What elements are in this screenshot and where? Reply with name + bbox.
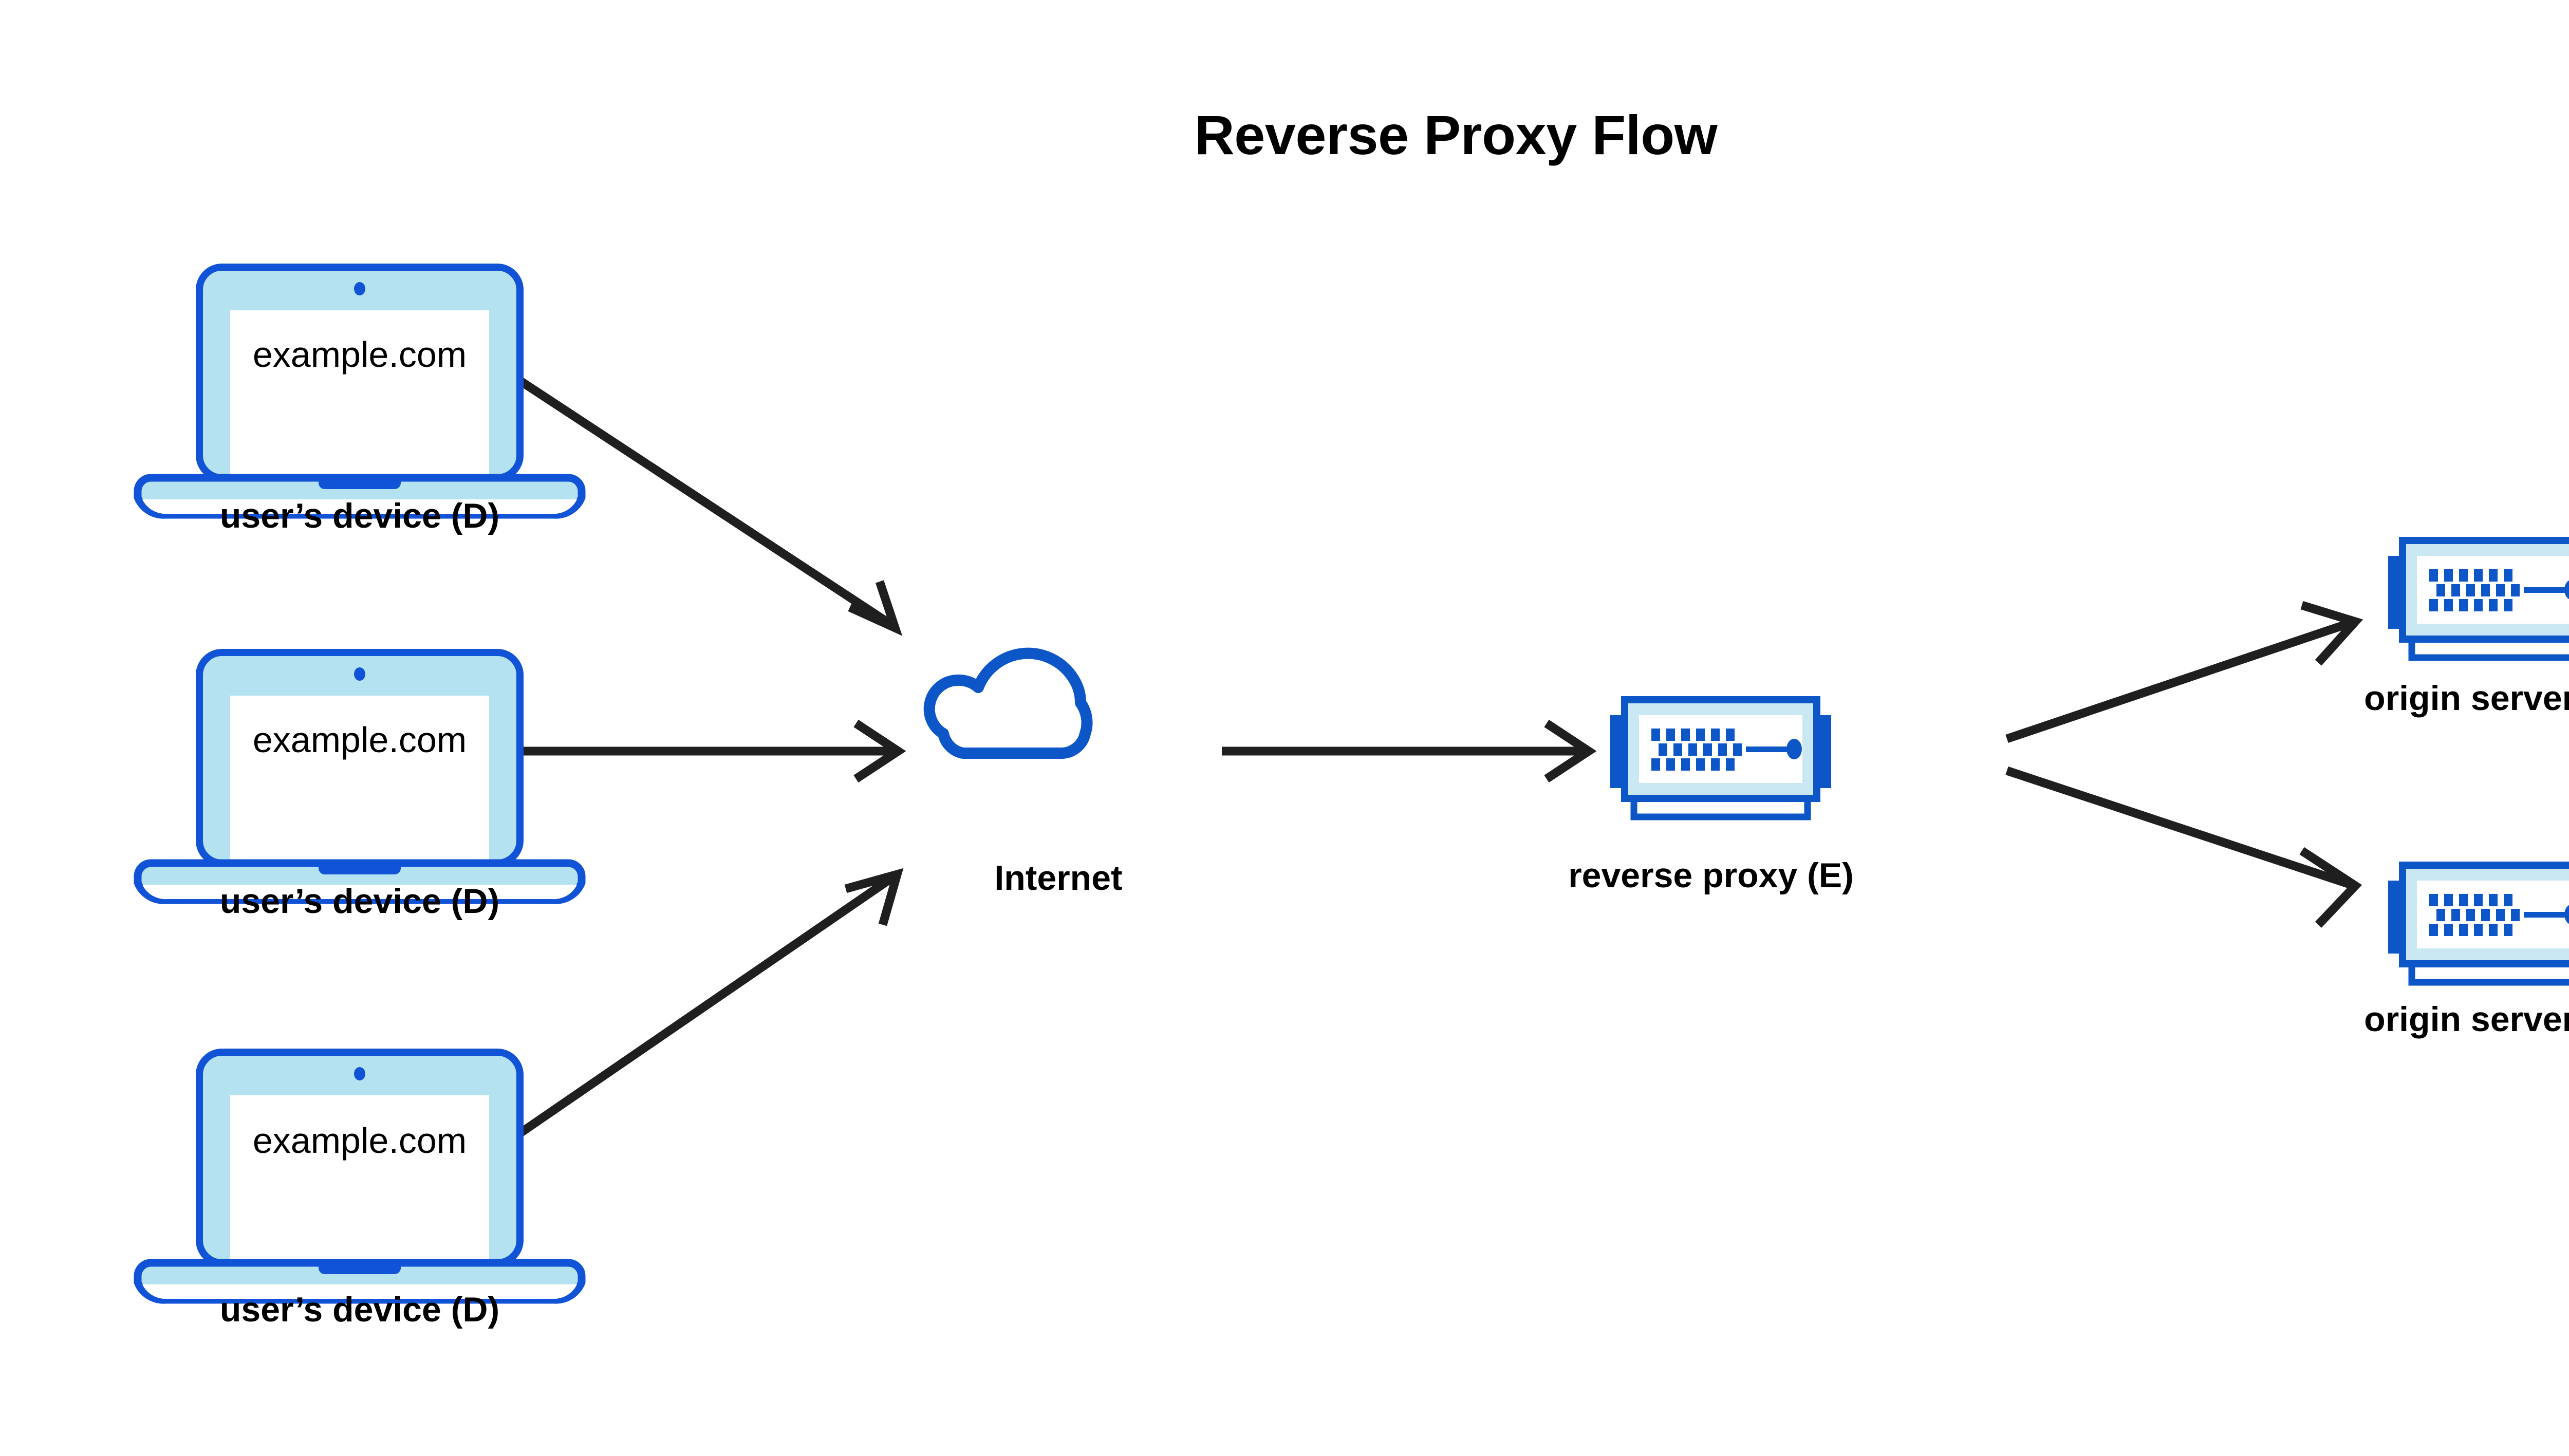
cloud-icon xyxy=(929,654,1087,753)
edge-proxy-to-origin2 xyxy=(2005,766,2362,928)
laptop-icon-client-3 xyxy=(138,1052,582,1300)
edge-client3-to-internet xyxy=(495,868,904,1153)
node-label-client-2: user’s device (D) xyxy=(219,882,500,921)
laptop-icon-client-2 xyxy=(138,652,582,900)
node-label-origin-2: origin server (F) xyxy=(2364,1000,2569,1039)
edge-client2-to-internet xyxy=(497,719,906,783)
node-label-internet: Internet xyxy=(994,858,1123,898)
edge-internet-to-proxy xyxy=(1222,719,1597,783)
server-icon-origin-2 xyxy=(2388,865,2569,982)
node-label-client-1: user’s device (D) xyxy=(219,496,500,535)
server-icon-reverse-proxy xyxy=(1610,700,1831,817)
node-label-origin-1: origin server (F) xyxy=(2364,679,2569,718)
node-label-client-3: user’s device (D) xyxy=(219,1290,500,1329)
laptop-screen-text-client-1: example.com xyxy=(252,334,467,375)
edge-client1-to-internet xyxy=(495,362,903,636)
laptop-screen-text-client-2: example.com xyxy=(252,720,467,760)
node-label-reverse-proxy: reverse proxy (E) xyxy=(1568,856,1854,895)
page-title: Reverse Proxy Flow xyxy=(1194,104,1718,166)
server-icon-origin-1 xyxy=(2388,540,2569,658)
laptop-screen-text-client-3: example.com xyxy=(252,1121,467,1161)
laptop-icon-client-1 xyxy=(138,267,582,515)
edge-proxy-to-origin1 xyxy=(2005,601,2363,743)
